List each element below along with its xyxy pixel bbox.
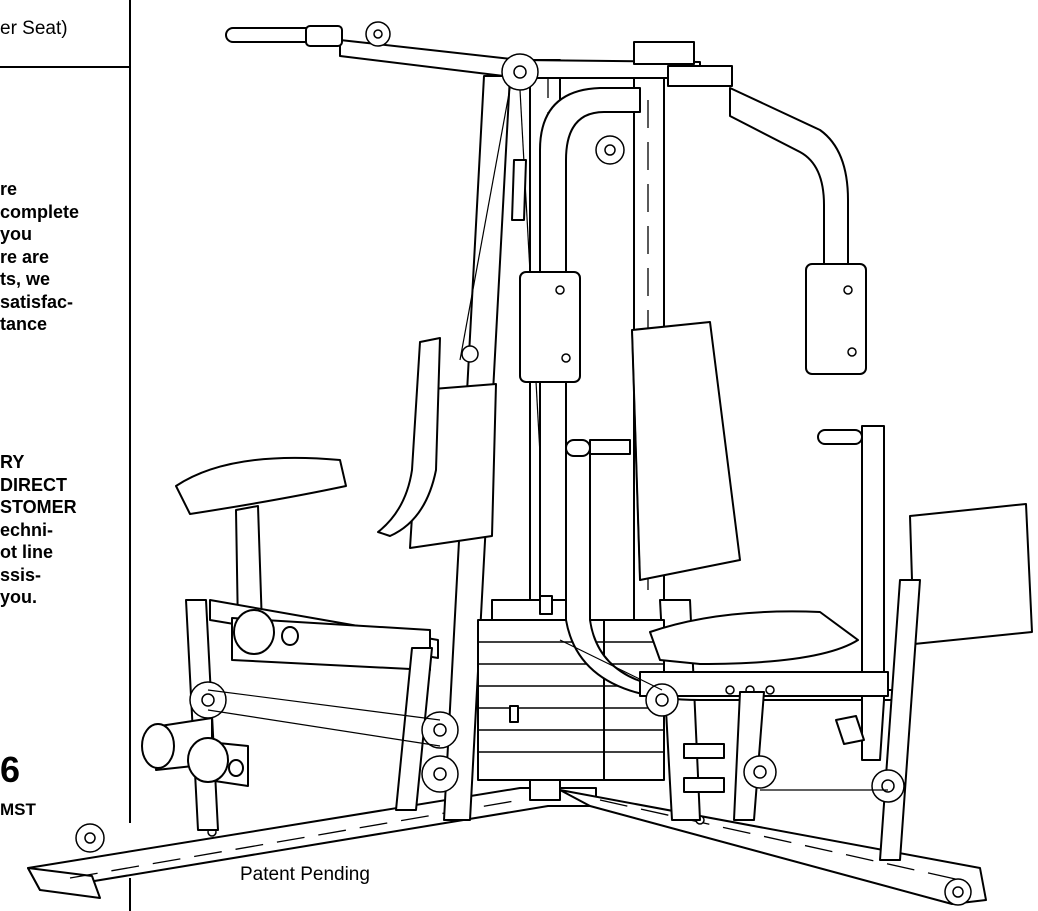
text-line: you. xyxy=(0,587,38,607)
text-line: STOMER xyxy=(0,497,77,517)
text-line: ssis- xyxy=(0,564,42,585)
text-line: you xyxy=(0,224,33,244)
patent-label: Patent Pending xyxy=(240,864,370,885)
text-line: re are xyxy=(0,246,50,267)
pulleys xyxy=(190,640,888,792)
back-pad xyxy=(632,322,740,580)
lat-pulldown xyxy=(226,22,700,600)
seat-title: er Seat) xyxy=(0,18,68,39)
text-line: complete xyxy=(0,201,80,222)
arm-curl-pad xyxy=(378,338,496,548)
text-line: re xyxy=(0,179,18,199)
main-seat xyxy=(640,611,888,820)
intro-paragraph: re complete you re are ts, we satisfac- … xyxy=(0,178,79,336)
text-line: echni- xyxy=(0,519,54,540)
text-line: ts, we xyxy=(0,269,51,289)
text-line: ot line xyxy=(0,542,53,562)
model-number: 6 xyxy=(0,749,21,790)
column-divider-bottom xyxy=(129,878,131,911)
leg-rollers xyxy=(142,718,248,786)
base-frame xyxy=(28,788,986,905)
text-line: satisfac- xyxy=(0,291,74,312)
manual-left-column: er Seat) re complete you re are ts, we s… xyxy=(0,0,133,911)
text-line: tance xyxy=(0,314,48,334)
model-code: MST xyxy=(0,800,36,819)
text-line: DIRECT xyxy=(0,474,67,495)
customer-service-paragraph: RY DIRECT STOMER echni- ot line ssis- yo… xyxy=(0,451,77,609)
leg-press-pad xyxy=(836,504,1032,860)
text-line: RY xyxy=(0,452,25,472)
header-divider xyxy=(0,66,131,68)
column-divider xyxy=(129,0,131,823)
